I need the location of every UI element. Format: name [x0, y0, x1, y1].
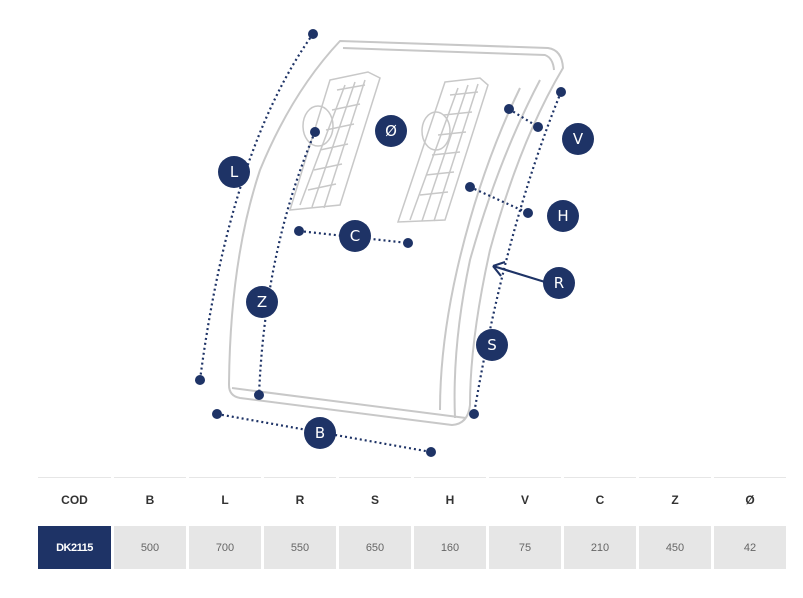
label-C: C — [350, 227, 360, 245]
left-bracket — [288, 71, 381, 211]
label-V: V — [573, 130, 584, 148]
header-h: H — [414, 477, 486, 521]
label-Z: Z — [257, 293, 267, 311]
label-B: B — [315, 424, 325, 442]
cell-h: 160 — [414, 526, 486, 569]
cell-cod: DK2115 — [38, 526, 111, 569]
header-diameter: Ø — [714, 477, 786, 521]
cell-z: 450 — [639, 526, 711, 569]
dimension-labels: L Z C Ø V H R S B — [218, 115, 594, 449]
cell-l: 700 — [189, 526, 261, 569]
mudguard-diagram: L Z C Ø V H R S B — [195, 29, 594, 457]
cell-diameter: 42 — [714, 526, 786, 569]
cell-v: 75 — [489, 526, 561, 569]
header-l: L — [189, 477, 261, 521]
header-b: B — [114, 477, 186, 521]
mudguard-drawing — [228, 40, 564, 426]
header-v: V — [489, 477, 561, 521]
right-bracket — [396, 77, 489, 223]
label-L: L — [230, 163, 239, 181]
label-R: R — [554, 274, 564, 292]
cell-b: 500 — [114, 526, 186, 569]
cell-s: 650 — [339, 526, 411, 569]
radius-arrow — [492, 260, 546, 284]
header-s: S — [339, 477, 411, 521]
header-r: R — [264, 477, 336, 521]
dimension-lines — [198, 33, 563, 454]
label-S: S — [487, 336, 497, 354]
cell-c: 210 — [564, 526, 636, 569]
header-cod: COD — [38, 477, 111, 521]
label-H: H — [557, 207, 568, 225]
dimensions-table: COD B L R S H V C Z Ø DK2115 500 700 550… — [38, 477, 787, 569]
dimension-endpoints — [195, 29, 566, 457]
header-z: Z — [639, 477, 711, 521]
cell-r: 550 — [264, 526, 336, 569]
label-diameter: Ø — [385, 122, 397, 140]
header-c: C — [564, 477, 636, 521]
